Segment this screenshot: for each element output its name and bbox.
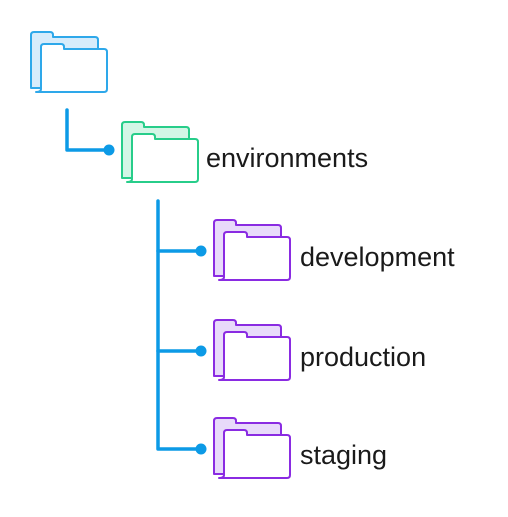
connector-dot-staging — [195, 443, 207, 455]
label-production: production — [300, 342, 427, 372]
production-folder-icon — [213, 319, 291, 381]
development-folder-icon — [213, 219, 291, 281]
environments-folder-icon — [121, 121, 199, 183]
label-development: development — [300, 242, 455, 272]
staging-folder-icon — [213, 417, 291, 479]
label-environments: environments — [206, 143, 369, 173]
connector-dot-development — [195, 245, 207, 257]
connector-dot-environments — [103, 144, 115, 156]
connector-dot-production — [195, 345, 207, 357]
root-folder-icon — [30, 31, 108, 93]
label-staging: staging — [300, 440, 388, 470]
connector-environments-children — [156, 199, 203, 451]
connector-root-environments — [65, 108, 111, 152]
